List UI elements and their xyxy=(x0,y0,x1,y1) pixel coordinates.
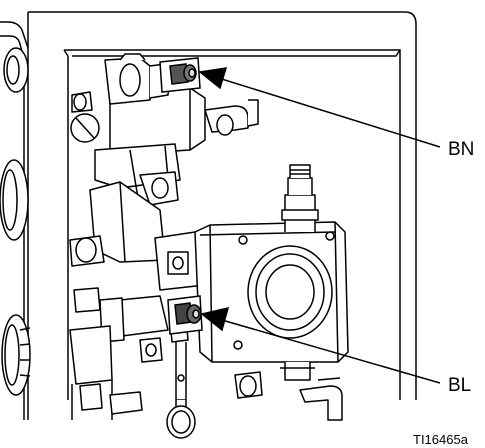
bl-fitting xyxy=(167,295,203,335)
bl-leader-line xyxy=(214,317,441,384)
callout-arrows xyxy=(198,67,441,384)
lower-manifold-block xyxy=(154,164,349,421)
side-ports xyxy=(0,47,31,396)
callout-label-bn: BN xyxy=(448,139,474,160)
bn-arrowhead xyxy=(198,67,228,90)
upper-manifold xyxy=(70,53,259,211)
callout-label-bl: BL xyxy=(448,375,471,396)
cabinet-enclosure xyxy=(0,11,417,420)
lower-left-fittings xyxy=(69,295,196,439)
bn-fitting xyxy=(159,57,201,93)
bn-leader-line xyxy=(211,75,441,148)
bl-arrowhead xyxy=(200,306,230,332)
figure-id: TI16465a xyxy=(413,432,469,447)
pump-body xyxy=(69,181,166,313)
